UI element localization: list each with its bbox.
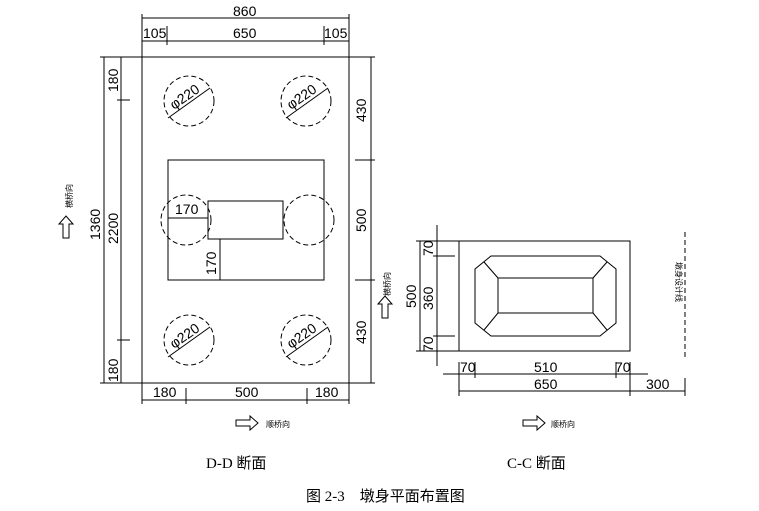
dim-label: 70 bbox=[420, 240, 436, 256]
dim-label: 430 bbox=[353, 320, 369, 344]
cc-caption: C-C 断面 bbox=[507, 456, 566, 472]
dim-label: 170 bbox=[175, 201, 199, 217]
dimension-line bbox=[483, 312, 499, 331]
direction-label: 横桥向 bbox=[64, 184, 74, 208]
dim-label: 180 bbox=[153, 384, 177, 400]
dim-label: 500 bbox=[235, 384, 259, 400]
dim-label: 180 bbox=[315, 384, 339, 400]
side-note: 墩身设计线 bbox=[674, 262, 684, 302]
dimension-line bbox=[167, 87, 211, 119]
dim-label: 300 bbox=[646, 376, 670, 392]
dim-label: 180 bbox=[105, 358, 121, 382]
dim-label: 500 bbox=[403, 284, 419, 308]
direction-label: 顺桥向 bbox=[266, 419, 290, 429]
dim-label: 2200 bbox=[105, 213, 121, 244]
dimension-line bbox=[592, 312, 608, 331]
dd-core-rect bbox=[207, 200, 284, 240]
dim-label: 860 bbox=[233, 3, 257, 19]
dd-inner-rect bbox=[167, 159, 325, 281]
dim-label: 360 bbox=[420, 286, 436, 310]
direction-arrow-icon bbox=[376, 295, 394, 319]
dim-label: 650 bbox=[233, 25, 257, 41]
dimension-line bbox=[483, 261, 499, 279]
pile-label: φ220 bbox=[284, 320, 320, 352]
dim-label: 180 bbox=[105, 68, 121, 92]
cc-chamfer-outline bbox=[474, 255, 617, 337]
dim-label: 105 bbox=[143, 25, 167, 41]
dim-label: 170 bbox=[203, 251, 219, 275]
direction-label: 顺桥向 bbox=[551, 419, 575, 429]
dimension-line bbox=[285, 326, 329, 358]
figure-caption: 图 2-3 墩身平面布置图 bbox=[306, 489, 465, 505]
direction-label: 横桥向 bbox=[382, 272, 392, 296]
pile-label: φ220 bbox=[167, 320, 203, 352]
dd-caption: D-D 断面 bbox=[206, 456, 267, 472]
pile-circle bbox=[163, 314, 215, 366]
pile-circle bbox=[283, 194, 335, 246]
dim-label: 105 bbox=[324, 25, 348, 41]
cc-outline bbox=[458, 240, 631, 352]
direction-arrow-icon bbox=[235, 414, 259, 432]
dim-label: 510 bbox=[534, 359, 558, 375]
dimension-line bbox=[285, 87, 329, 119]
dim-label: 500 bbox=[353, 208, 369, 232]
dd-outline bbox=[141, 56, 350, 384]
direction-arrow-icon bbox=[57, 215, 75, 239]
pile-label: φ220 bbox=[284, 81, 320, 113]
dim-label: 650 bbox=[534, 376, 558, 392]
cc-section: 500 70 360 70 70 510 70 650 300 墩身设计线 顺桥… bbox=[376, 225, 686, 432]
pile-circle bbox=[160, 194, 212, 246]
pile-circle bbox=[280, 75, 332, 127]
dim-label: 70 bbox=[460, 359, 476, 375]
dd-section: φ220 φ220 φ220 φ220 170 170 860 105 650 … bbox=[57, 3, 375, 432]
dim-label: 70 bbox=[615, 359, 631, 375]
cc-inner-rect bbox=[497, 277, 594, 314]
pile-circle bbox=[163, 75, 215, 127]
pile-label: φ220 bbox=[167, 81, 203, 113]
dim-label: 70 bbox=[420, 336, 436, 352]
dimension-line bbox=[167, 326, 211, 358]
dim-label: 1360 bbox=[87, 209, 103, 240]
dim-label: 430 bbox=[353, 98, 369, 122]
direction-arrow-icon bbox=[522, 414, 546, 432]
pile-circle bbox=[280, 314, 332, 366]
dimension-line bbox=[592, 261, 608, 279]
